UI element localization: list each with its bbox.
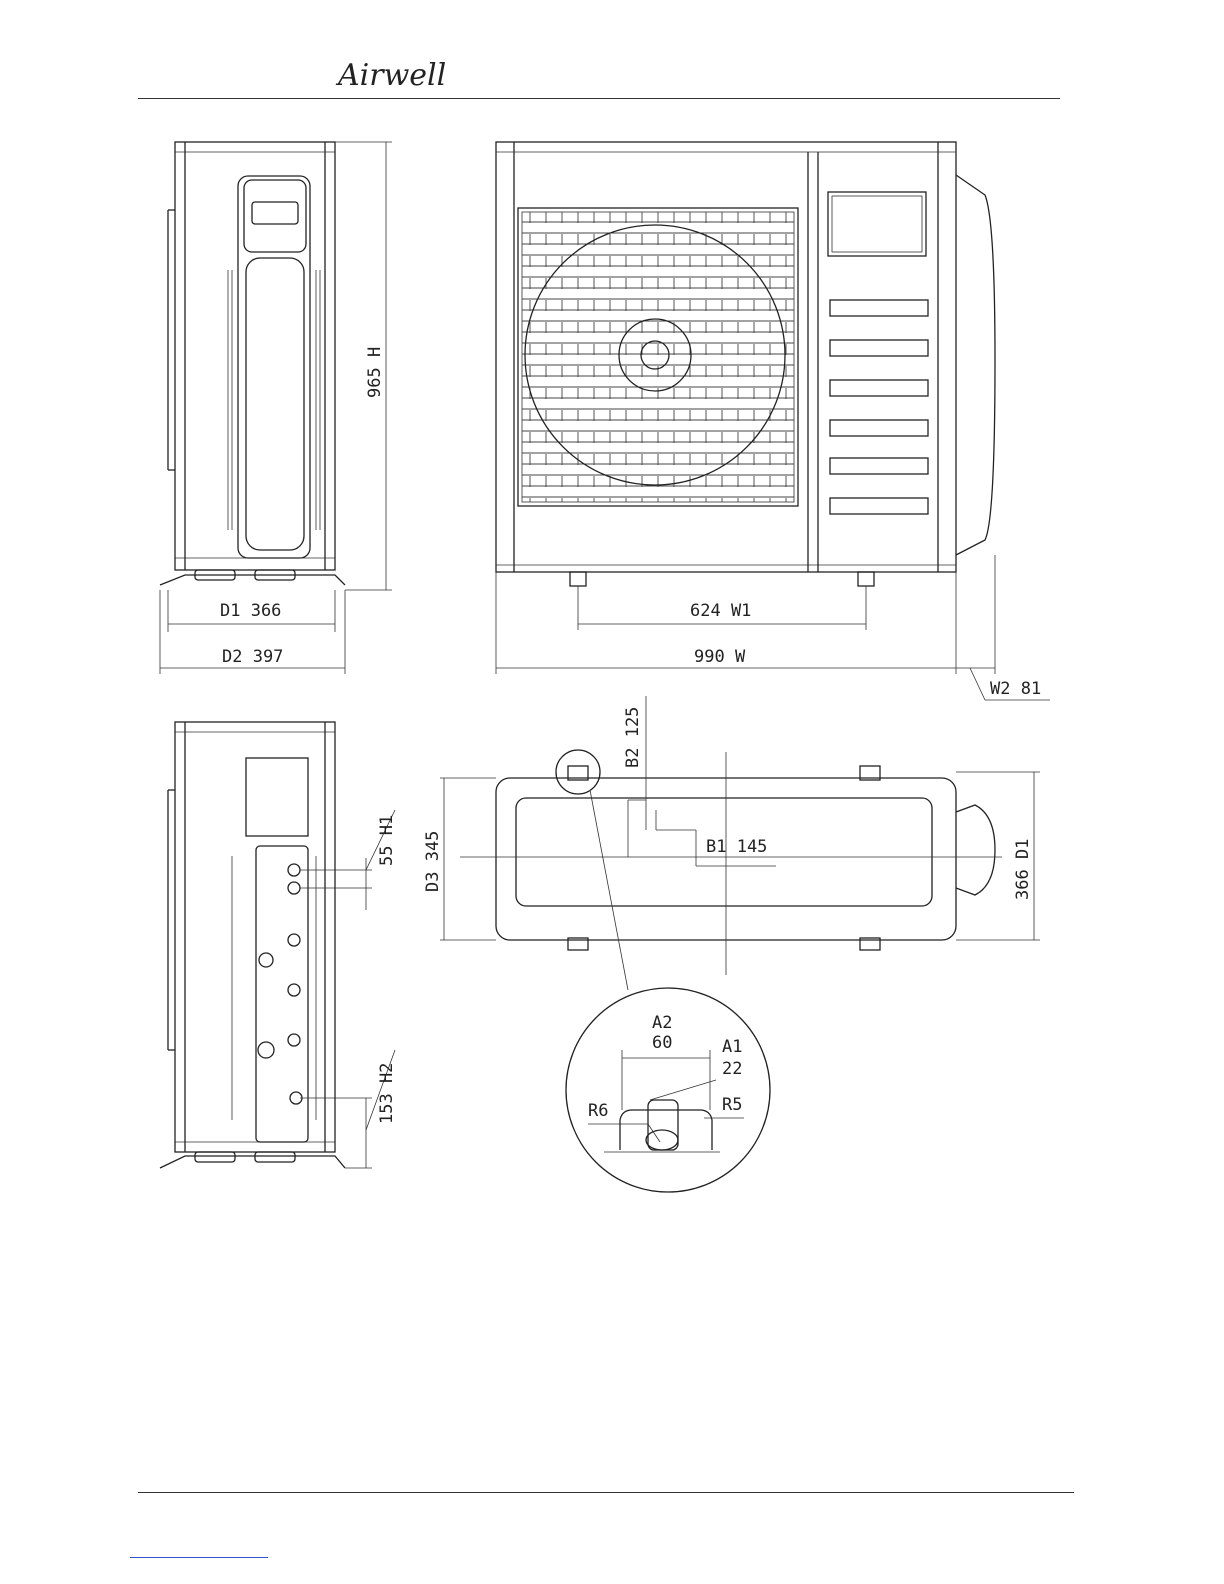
dim-a2-label: A2 [652,1013,672,1033]
dim-965-h: 965 H [365,347,385,398]
dim-366-d1: 366 D1 [1013,839,1033,900]
dim-153-h2: 153 H2 [377,1063,397,1124]
front-view-dimensions: 624 W1 990 W W2 81 [496,555,1050,700]
side-view-dimensions: 965 H D1 366 D2 397 [160,142,392,674]
dim-990-w: 990 W [694,647,746,667]
base-view [460,750,1002,990]
front-view [496,142,995,586]
dim-d1-366: D1 366 [220,601,281,621]
detail-view: A2 60 A1 22 R6 R5 [566,988,770,1192]
dim-624-w1: 624 W1 [690,601,751,621]
dim-d2-397: D2 397 [222,647,283,667]
rear-view-dimensions: 55 H1 153 H2 [300,810,397,1168]
dim-a2-value: 60 [652,1033,672,1053]
dim-w2-81: W2 81 [990,679,1041,699]
dim-r6: R6 [588,1101,608,1121]
dim-d3-345: D3 345 [423,831,443,892]
dim-a1-value: 22 [722,1059,742,1079]
dim-55-h1: 55 H1 [377,815,397,866]
rear-view [160,722,345,1168]
dim-a1-label: A1 [722,1037,742,1057]
dim-b2-125: B2 125 [623,707,643,768]
dim-r5: R5 [722,1095,742,1115]
dim-b1-145: B1 145 [706,837,767,857]
side-view [160,142,345,585]
